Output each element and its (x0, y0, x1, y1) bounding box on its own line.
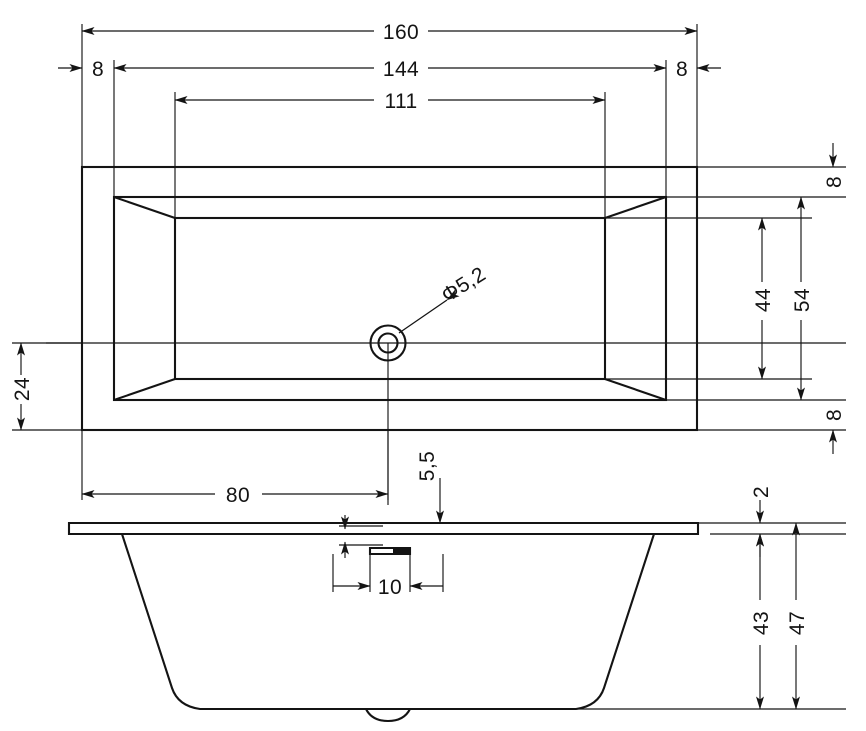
section-drain-dip (365, 708, 411, 723)
plan-basin-floor-outline (173, 216, 607, 381)
dim-label-rim-left-8: 8 (92, 58, 104, 81)
dim-label-80: 80 (226, 484, 250, 507)
drain-offset-dimension-group: 80 (81, 430, 389, 507)
dim-label-10: 10 (378, 576, 402, 599)
dim-label-111: 111 (384, 90, 417, 113)
section-rim-slab (67, 521, 700, 536)
dim-label-47: 47 (786, 611, 809, 635)
cross-section-view (67, 521, 846, 723)
dim-label-2: 2 (750, 486, 773, 498)
plan-chamfer-bottom-right (604, 378, 667, 401)
dim-label-160: 160 (383, 21, 419, 44)
depth-dimension-group: 2 43 47 (750, 486, 809, 710)
plan-rim-inner-outline (112, 195, 668, 402)
drain-leader-line (398, 289, 460, 334)
dim-label-144: 144 (383, 58, 419, 81)
dim-label-43: 43 (750, 611, 773, 635)
dim-label-24: 24 (11, 377, 34, 401)
drain-diameter-label: Φ5,2 (437, 263, 490, 308)
section-overflow-slot-fill (393, 548, 410, 554)
dim-label-rim-bottom-8: 8 (823, 409, 846, 421)
overflow-height-dimension-group: 5,5 (416, 451, 444, 524)
dim-label-44: 44 (752, 288, 775, 312)
plan-outer-outline (80, 165, 699, 432)
dim-label-54: 54 (791, 288, 814, 312)
plan-chamfer-bottom-left (113, 378, 176, 401)
drain-outer-circle (369, 324, 407, 362)
overflow-detail-dimension-group: 10 (332, 515, 444, 599)
drain-inner-circle (377, 332, 399, 354)
plan-chamfer-top-right (604, 196, 667, 219)
top-dimension-group: 160 144 8 8 111 (58, 21, 721, 226)
section-tub-profile (121, 533, 655, 711)
dim-label-55: 5,5 (416, 451, 439, 481)
plan-chamfer-top-left (113, 196, 176, 219)
dim-label-rim-right-8: 8 (676, 58, 688, 81)
left-dimension-group: 24 (11, 342, 82, 431)
right-dimension-group: 8 54 44 8 (605, 143, 846, 454)
dim-label-rim-top-8: 8 (823, 176, 846, 188)
